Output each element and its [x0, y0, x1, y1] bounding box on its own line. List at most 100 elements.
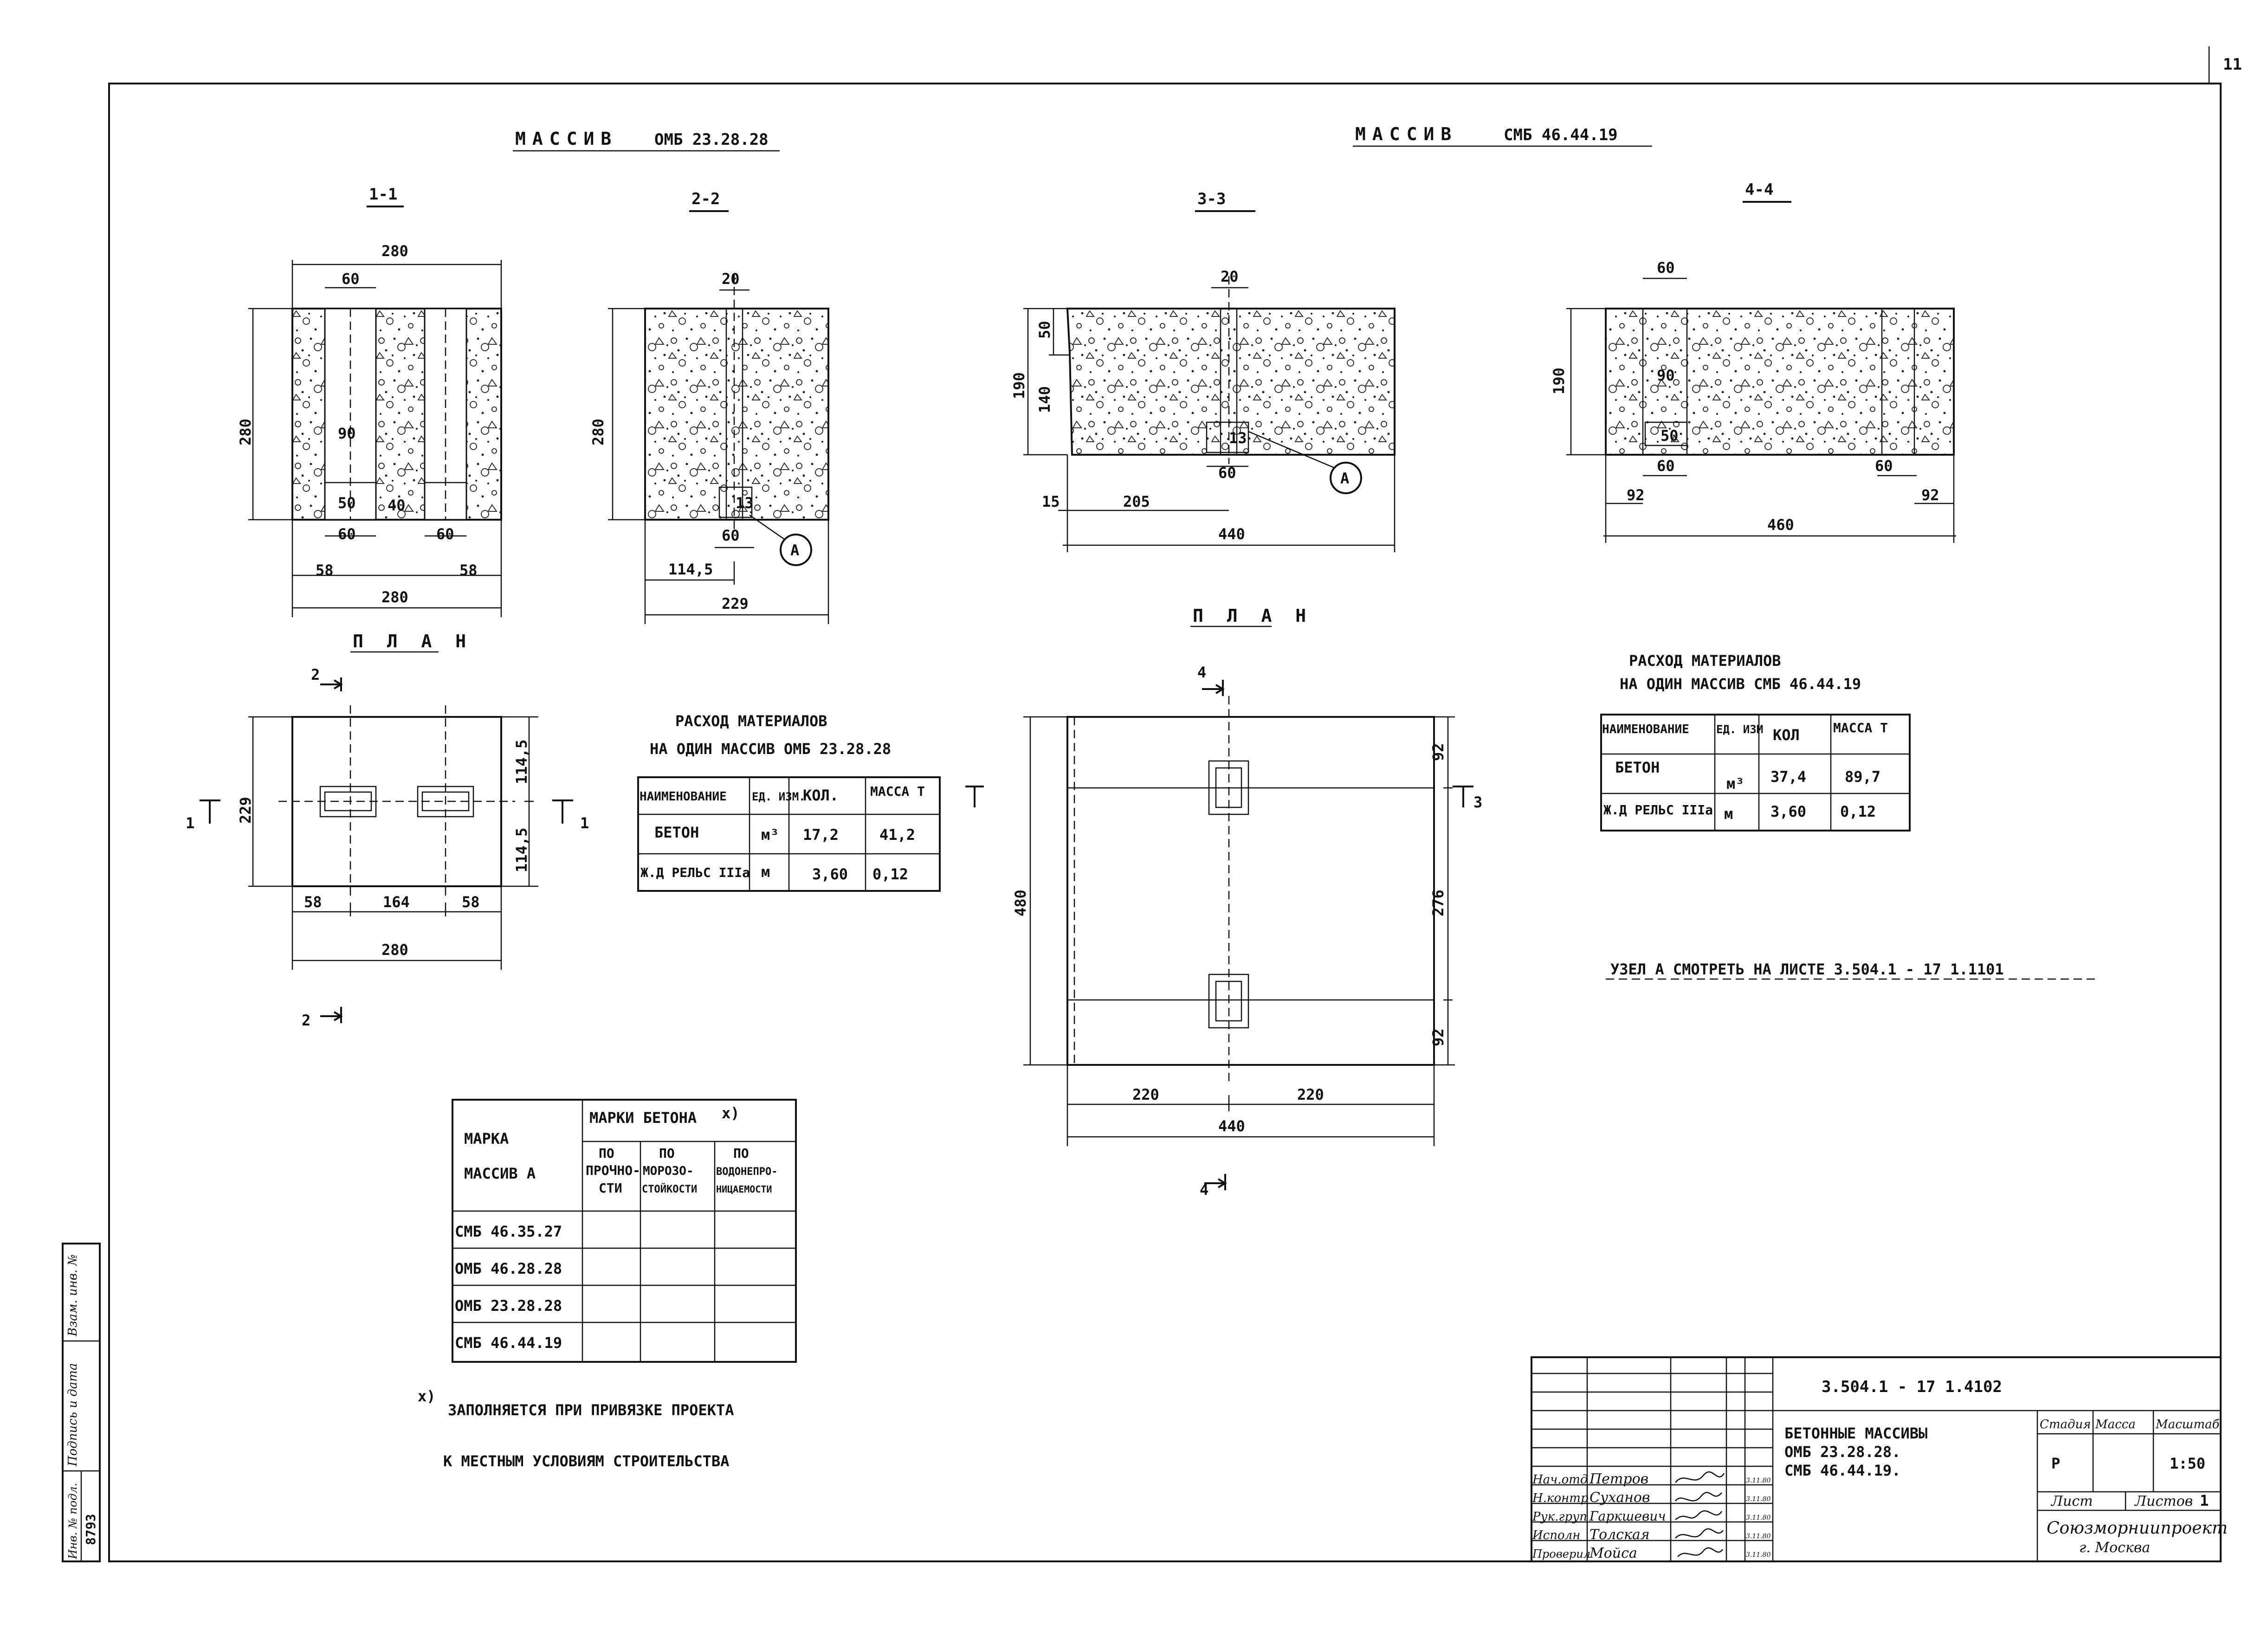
svg-text:190: 190 — [1550, 367, 1568, 394]
svg-text:ВОДОНЕПРО-: ВОДОНЕПРО- — [716, 1166, 777, 1178]
svg-text:440: 440 — [1218, 525, 1245, 543]
svg-text:13: 13 — [1229, 429, 1247, 447]
svg-text:Взам. инв. №: Взам. инв. № — [66, 1254, 80, 1337]
svg-text:20: 20 — [722, 270, 740, 288]
svg-text:15: 15 — [1042, 493, 1060, 510]
svg-text:НАИМЕНОВАНИЕ: НАИМЕНОВАНИЕ — [1602, 722, 1689, 736]
svg-text:КОЛ: КОЛ — [1773, 726, 1800, 744]
svg-text:ЕД. ИЗМ.: ЕД. ИЗМ. — [752, 790, 806, 803]
svg-text:Петров: Петров — [1589, 1471, 1648, 1487]
svg-text:3: 3 — [1473, 793, 1482, 811]
svg-text:СМБ 46.44.19: СМБ 46.44.19 — [455, 1334, 562, 1352]
svg-text:ПО: ПО — [733, 1146, 749, 1161]
svg-text:60: 60 — [342, 270, 360, 288]
svg-text:А: А — [1340, 470, 1349, 487]
svg-text:СТОЙКОСТИ: СТОЙКОСТИ — [642, 1183, 697, 1195]
svg-text:1-1: 1-1 — [369, 185, 397, 204]
svg-text:Гаркшевич: Гаркшевич — [1589, 1509, 1666, 1524]
svg-text:П Л А Н: П Л А Н — [353, 631, 472, 651]
svg-text:СМБ 46.35.27: СМБ 46.35.27 — [455, 1223, 562, 1240]
materials-table-right: РАСХОД МАТЕРИАЛОВ НА ОДИН МАССИВ СМБ 46.… — [1600, 652, 1911, 832]
right-title: МАССИВ СМБ 46.44.19 — [1353, 124, 1652, 147]
svg-text:КОЛ.: КОЛ. — [803, 786, 839, 804]
svg-text:114,5: 114,5 — [513, 828, 530, 872]
svg-text:220: 220 — [1297, 1086, 1324, 1103]
svg-text:276: 276 — [1429, 890, 1447, 916]
svg-text:Подпись и дата: Подпись и дата — [66, 1363, 80, 1467]
svg-text:3.11.80: 3.11.80 — [1746, 1477, 1771, 1484]
svg-text:МОРОЗО-: МОРОЗО- — [643, 1164, 694, 1178]
svg-text:Инв. № подл.: Инв. № подл. — [66, 1483, 79, 1560]
svg-text:Стадия: Стадия — [2040, 1418, 2091, 1431]
section-2-2: 2-2 20 280 13 60 А 114,5 229 — [589, 190, 829, 624]
svg-text:17,2: 17,2 — [803, 826, 839, 844]
svg-text:2-2: 2-2 — [691, 190, 720, 208]
svg-text:220: 220 — [1132, 1086, 1159, 1103]
svg-text:280: 280 — [237, 419, 254, 445]
svg-text:3-3: 3-3 — [1197, 190, 1226, 208]
svg-text:НАИМЕНОВАНИЕ: НАИМЕНОВАНИЕ — [640, 790, 727, 804]
svg-text:50: 50 — [1036, 321, 1053, 339]
svg-text:г. Москва: г. Москва — [2079, 1540, 2150, 1556]
svg-text:ЗАПОЛНЯЕТСЯ ПРИ ПРИВЯЗКЕ ПРО: ЗАПОЛНЯЕТСЯ ПРИ ПРИВЯЗКЕ ПРОЕКТА — [448, 1401, 734, 1419]
svg-text:280: 280 — [381, 242, 408, 260]
title-block: Нач.отд Петров 3.11.80 Н.контр Суханов 3… — [1531, 1356, 2228, 1562]
svg-text:37,4: 37,4 — [1770, 768, 1806, 786]
svg-text:А: А — [790, 542, 799, 559]
concrete-grades-table: МАРКА МАССИВ А МАРКИ БЕТОНА x) ПО ПРОЧНО… — [452, 1099, 797, 1363]
svg-text:ОМБ 46.28.28: ОМБ 46.28.28 — [455, 1260, 562, 1277]
drawing-code: 3.504.1 - 17 1.4102 — [1822, 1378, 2002, 1396]
svg-text:60: 60 — [1657, 457, 1675, 475]
svg-text:92: 92 — [1429, 1028, 1447, 1046]
svg-text:89,7: 89,7 — [1845, 768, 1880, 786]
svg-text:Р: Р — [2051, 1455, 2060, 1472]
svg-text:Масса: Масса — [2095, 1418, 2136, 1431]
svg-text:40: 40 — [388, 496, 406, 514]
sheet-frame — [108, 83, 2222, 1562]
svg-text:БЕТОН: БЕТОН — [654, 824, 699, 841]
materials-table-left: РАСХОД МАТЕРИАЛОВ НА ОДИН МАССИВ ОМБ 23.… — [637, 712, 941, 892]
svg-text:2: 2 — [302, 1012, 310, 1029]
svg-text:60: 60 — [1875, 457, 1893, 475]
svg-text:ОМБ 23.28.28.: ОМБ 23.28.28. — [1784, 1443, 1900, 1461]
svg-text:60: 60 — [722, 527, 740, 544]
svg-text:2: 2 — [311, 666, 320, 683]
svg-text:280: 280 — [589, 419, 607, 445]
svg-text:МАССИВ: МАССИВ — [1355, 124, 1458, 144]
svg-text:3,60: 3,60 — [812, 865, 848, 883]
svg-text:60: 60 — [436, 525, 454, 543]
svg-text:СМБ 46.44.19.: СМБ 46.44.19. — [1784, 1462, 1900, 1479]
svg-text:280: 280 — [381, 941, 408, 959]
svg-text:Проверил: Проверил — [1532, 1547, 1590, 1560]
svg-text:4: 4 — [1200, 1181, 1208, 1199]
svg-text:Мойса: Мойса — [1589, 1545, 1637, 1561]
svg-text:4: 4 — [1197, 664, 1206, 681]
plan-left: П Л А Н 114,5 114,5 229 58 164 58 280 2 … — [186, 631, 589, 1029]
svg-text:x): x) — [722, 1104, 740, 1122]
svg-text:1: 1 — [2200, 1492, 2209, 1509]
svg-text:ЕД. ИЗМ: ЕД. ИЗМ — [1716, 723, 1763, 736]
svg-text:м³: м³ — [1726, 775, 1745, 793]
section-1-1: 1-1 280 60 90 50 40 60 60 58 58 280 — [248, 185, 502, 617]
svg-text:м: м — [1724, 805, 1733, 823]
svg-text:460: 460 — [1767, 516, 1794, 534]
svg-text:90: 90 — [1657, 367, 1675, 384]
svg-text:13: 13 — [736, 494, 754, 512]
svg-text:140: 140 — [1036, 386, 1053, 413]
left-title: МАССИВ ОМБ 23.28.28 — [513, 129, 780, 152]
svg-text:58: 58 — [316, 561, 334, 579]
svg-text:Масштаб: Масштаб — [2155, 1418, 2219, 1431]
svg-text:1:50: 1:50 — [2170, 1455, 2205, 1472]
svg-text:3,60: 3,60 — [1770, 803, 1806, 820]
svg-text:ОМБ 23.28.28: ОМБ 23.28.28 — [654, 130, 769, 149]
svg-text:РАСХОД МАТЕРИАЛОВ: РАСХОД МАТЕРИАЛОВ — [675, 712, 827, 730]
svg-text:БЕТОН: БЕТОН — [1615, 759, 1660, 776]
svg-text:3.11.80: 3.11.80 — [1746, 1551, 1771, 1559]
svg-text:280: 280 — [381, 588, 408, 606]
svg-text:3.11.80: 3.11.80 — [1746, 1514, 1771, 1521]
svg-text:МАССА Т: МАССА Т — [870, 784, 925, 799]
side-stamp: Взам. инв. № Подпись и дата Инв. № подл.… — [62, 1243, 101, 1562]
svg-text:МАССА Т: МАССА Т — [1833, 720, 1888, 735]
svg-text:МАРКИ БЕТОНА: МАРКИ БЕТОНА — [589, 1109, 697, 1127]
svg-text:СМБ 46.44.19: СМБ 46.44.19 — [1504, 126, 1618, 144]
